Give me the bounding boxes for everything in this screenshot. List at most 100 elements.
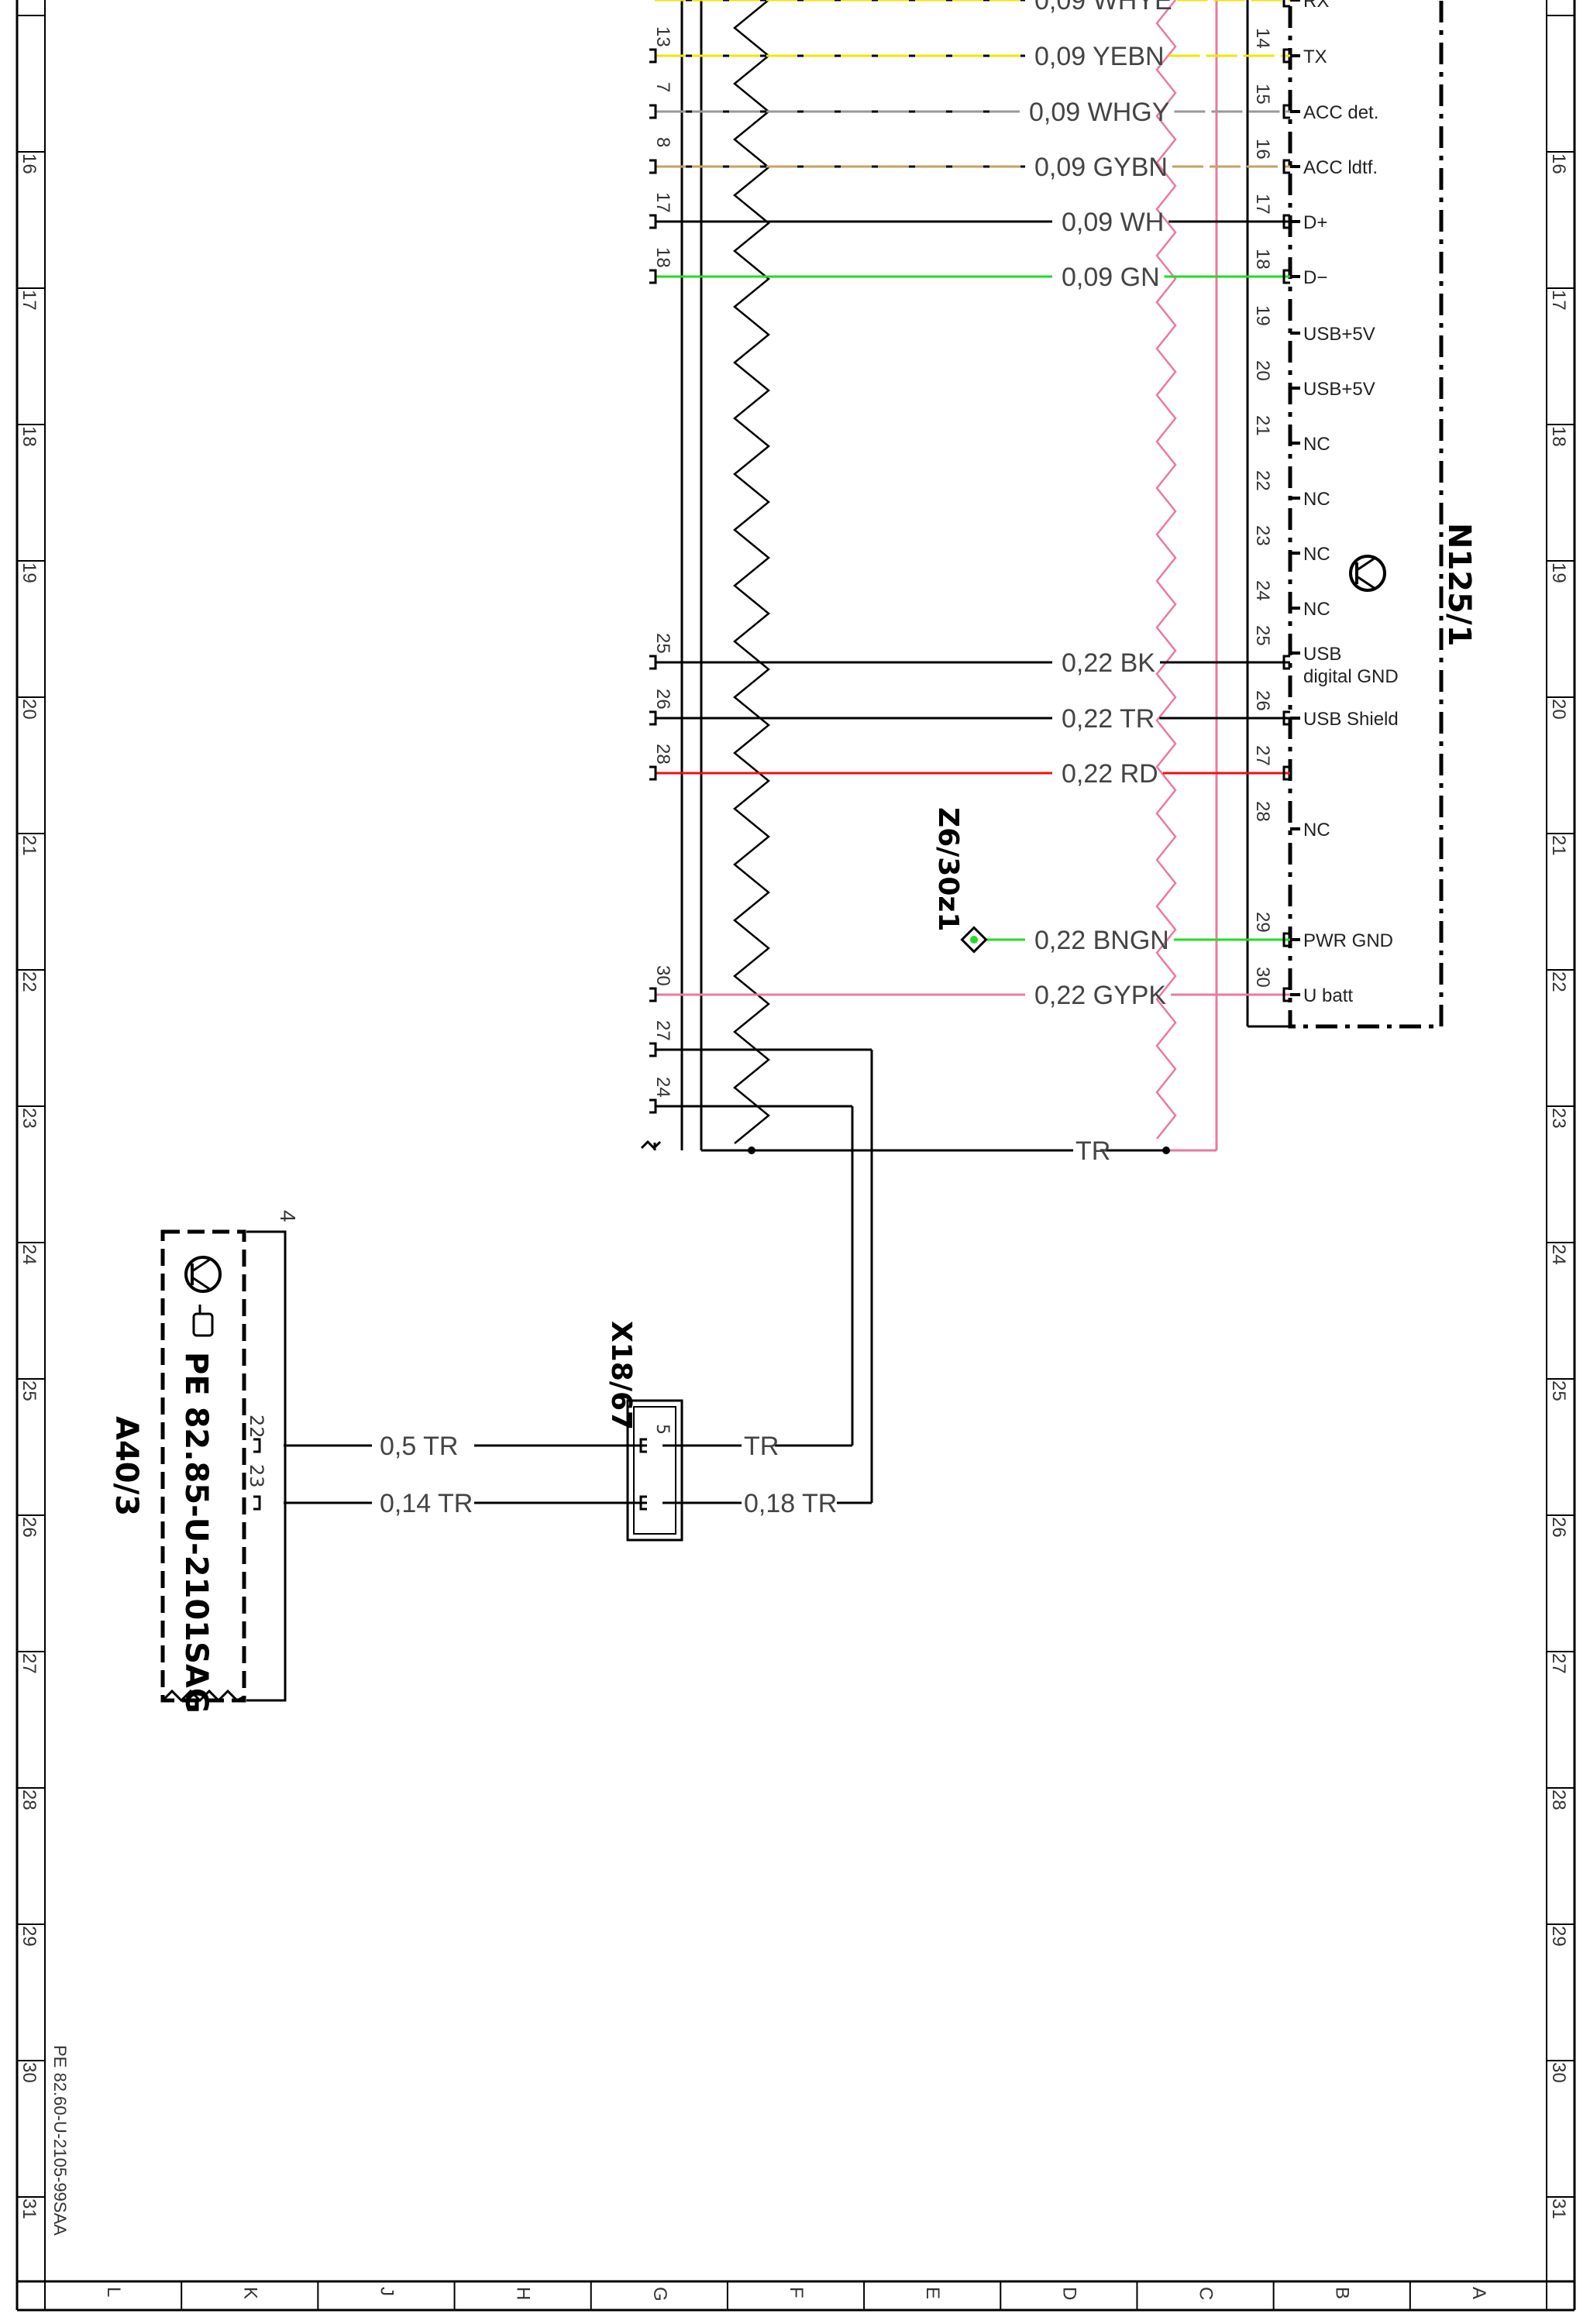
frame-row-number: 22 xyxy=(1548,971,1569,992)
n125-pin-number: 24 xyxy=(1252,580,1273,601)
left-pin-terminal xyxy=(649,1098,657,1114)
left-pin-number: 18 xyxy=(652,247,673,268)
n125-pin-name: RX xyxy=(1303,0,1329,12)
n125-pin-number: 29 xyxy=(1252,912,1273,933)
left-pin-terminal xyxy=(649,159,657,174)
frame-row-number: 31 xyxy=(19,2199,40,2219)
n125-pin-number: 19 xyxy=(1252,305,1273,326)
left-pin-number: 8 xyxy=(652,137,673,147)
n125-pin-number: 17 xyxy=(1252,194,1273,215)
wire-terminal xyxy=(1282,269,1290,284)
frame-row-number: 17 xyxy=(19,290,40,311)
frame-row-number: 31 xyxy=(1548,2199,1569,2219)
frame-row-number: 16 xyxy=(19,153,40,174)
left-pin-number: 26 xyxy=(652,689,673,710)
left-pin-terminal xyxy=(649,1042,657,1057)
frame-row-number: 26 xyxy=(1548,1517,1569,1538)
n125-pin-name: D− xyxy=(1303,267,1327,288)
wire-label: 0,22 BK xyxy=(1062,648,1155,678)
left-pin-terminal xyxy=(649,987,657,1002)
ground-point-icon xyxy=(960,926,988,954)
connector-x18-label: X18/67 xyxy=(605,1321,637,1430)
wire-terminal xyxy=(1282,932,1290,947)
wire-label: 0,09 GN xyxy=(1062,263,1160,292)
n125-pin-number: 26 xyxy=(1252,690,1273,711)
wire-label: 0,22 GYPK xyxy=(1034,981,1166,1010)
wire-label: 0,22 RD xyxy=(1062,759,1158,789)
frame-row-number: 20 xyxy=(1548,699,1569,720)
n125-pin-number: 23 xyxy=(1252,525,1273,546)
left-pin-number: 24 xyxy=(652,1077,673,1098)
frame-row-number: 28 xyxy=(19,1789,40,1810)
tr-harness-lines xyxy=(640,1048,873,1504)
drawing-frame xyxy=(15,0,1576,2312)
connector-x18: X18/67 5 xyxy=(605,1321,683,1542)
wire-label: 0,09 WHGY xyxy=(1029,98,1169,127)
x18-wire-out-bottom: 0,18 TR xyxy=(744,1489,837,1518)
left-pin-terminal xyxy=(649,104,657,119)
frame-row-number: 21 xyxy=(1548,835,1569,856)
left-pin-terminal xyxy=(649,214,657,229)
n125-pin-number: 22 xyxy=(1252,470,1273,491)
module-a40-pin-23: 23 xyxy=(246,1464,267,1488)
n125-pin-name: NC xyxy=(1303,434,1330,455)
wire-label: 0,09 WHYE xyxy=(1034,0,1172,15)
wire-terminal xyxy=(1282,710,1290,726)
n125-pin-number: 20 xyxy=(1252,360,1273,381)
n125-pin-number: 21 xyxy=(1252,415,1273,436)
n125-pin-name: NC xyxy=(1303,820,1330,841)
frame-col-letter: D xyxy=(1058,2287,1079,2300)
n125-pin-name: USB+5V xyxy=(1303,324,1375,345)
tr-bus-label: TR xyxy=(1075,1136,1110,1166)
left-pin-terminal xyxy=(649,269,657,284)
frame-row-number: 28 xyxy=(1548,1789,1569,1810)
frame-row-number: 18 xyxy=(19,426,40,447)
left-pin-terminal xyxy=(649,655,657,670)
frame-row-number: 20 xyxy=(19,699,40,720)
frame-col-letter: K xyxy=(239,2287,260,2299)
left-pin-terminal xyxy=(649,765,657,781)
transistor-icon xyxy=(1349,555,1386,592)
frame-row-number: 16 xyxy=(1548,153,1569,174)
left-pin-number: 7 xyxy=(652,82,673,92)
module-n125-label: N125/1 xyxy=(1441,523,1477,646)
frame-col-letter: C xyxy=(1196,2287,1217,2300)
module-a40-ref: PE 82.85-U-2101SAG xyxy=(178,1352,214,1714)
footer-code: PE 82.60-U-2105-99SAA xyxy=(50,2045,70,2236)
n125-pin-name: NC xyxy=(1303,544,1330,565)
twisted-pair-left xyxy=(733,0,770,1144)
n125-pin-number: 14 xyxy=(1252,28,1273,49)
n125-pin-name: NC xyxy=(1303,489,1330,510)
left-pin-terminal xyxy=(649,710,657,726)
frame-row-number: 22 xyxy=(19,971,40,992)
wire-terminal xyxy=(1282,48,1290,64)
n125-pin-name: digital GND xyxy=(1303,666,1399,687)
x18-wire-in-bottom: 0,14 TR xyxy=(380,1489,473,1518)
module-a40-pin-22: 22 xyxy=(246,1415,267,1439)
n125-pin-number: 28 xyxy=(1252,801,1273,822)
n125-pin-name: TX xyxy=(1303,46,1327,67)
n125-pin-number: 15 xyxy=(1252,84,1273,105)
frame-col-letter: G xyxy=(649,2287,670,2302)
n125-pin-name: PWR GND xyxy=(1303,930,1393,951)
left-pin-number: 28 xyxy=(652,744,673,765)
frame-row-number: 21 xyxy=(19,835,40,856)
left-pin-number: 25 xyxy=(652,633,673,654)
connector-x18-pin-top: 5 xyxy=(652,1424,672,1435)
frame-col-letter: H xyxy=(513,2287,534,2300)
frame-row-number: 30 xyxy=(19,2062,40,2083)
wire-terminal xyxy=(1282,987,1290,1002)
wire-terminal xyxy=(1282,655,1290,670)
frame-col-letter: E xyxy=(922,2287,943,2299)
frame-row-number: 25 xyxy=(1548,1380,1569,1401)
frame-row-number: 25 xyxy=(19,1380,40,1401)
n125-pin-name: NC xyxy=(1303,599,1330,620)
n125-pin-name: USB+5V xyxy=(1303,379,1375,400)
module-n125-box: N125/1 xyxy=(1246,0,1477,1029)
wire-terminal xyxy=(1282,214,1290,229)
module-a40-bracket-num: 4 xyxy=(276,1210,300,1222)
